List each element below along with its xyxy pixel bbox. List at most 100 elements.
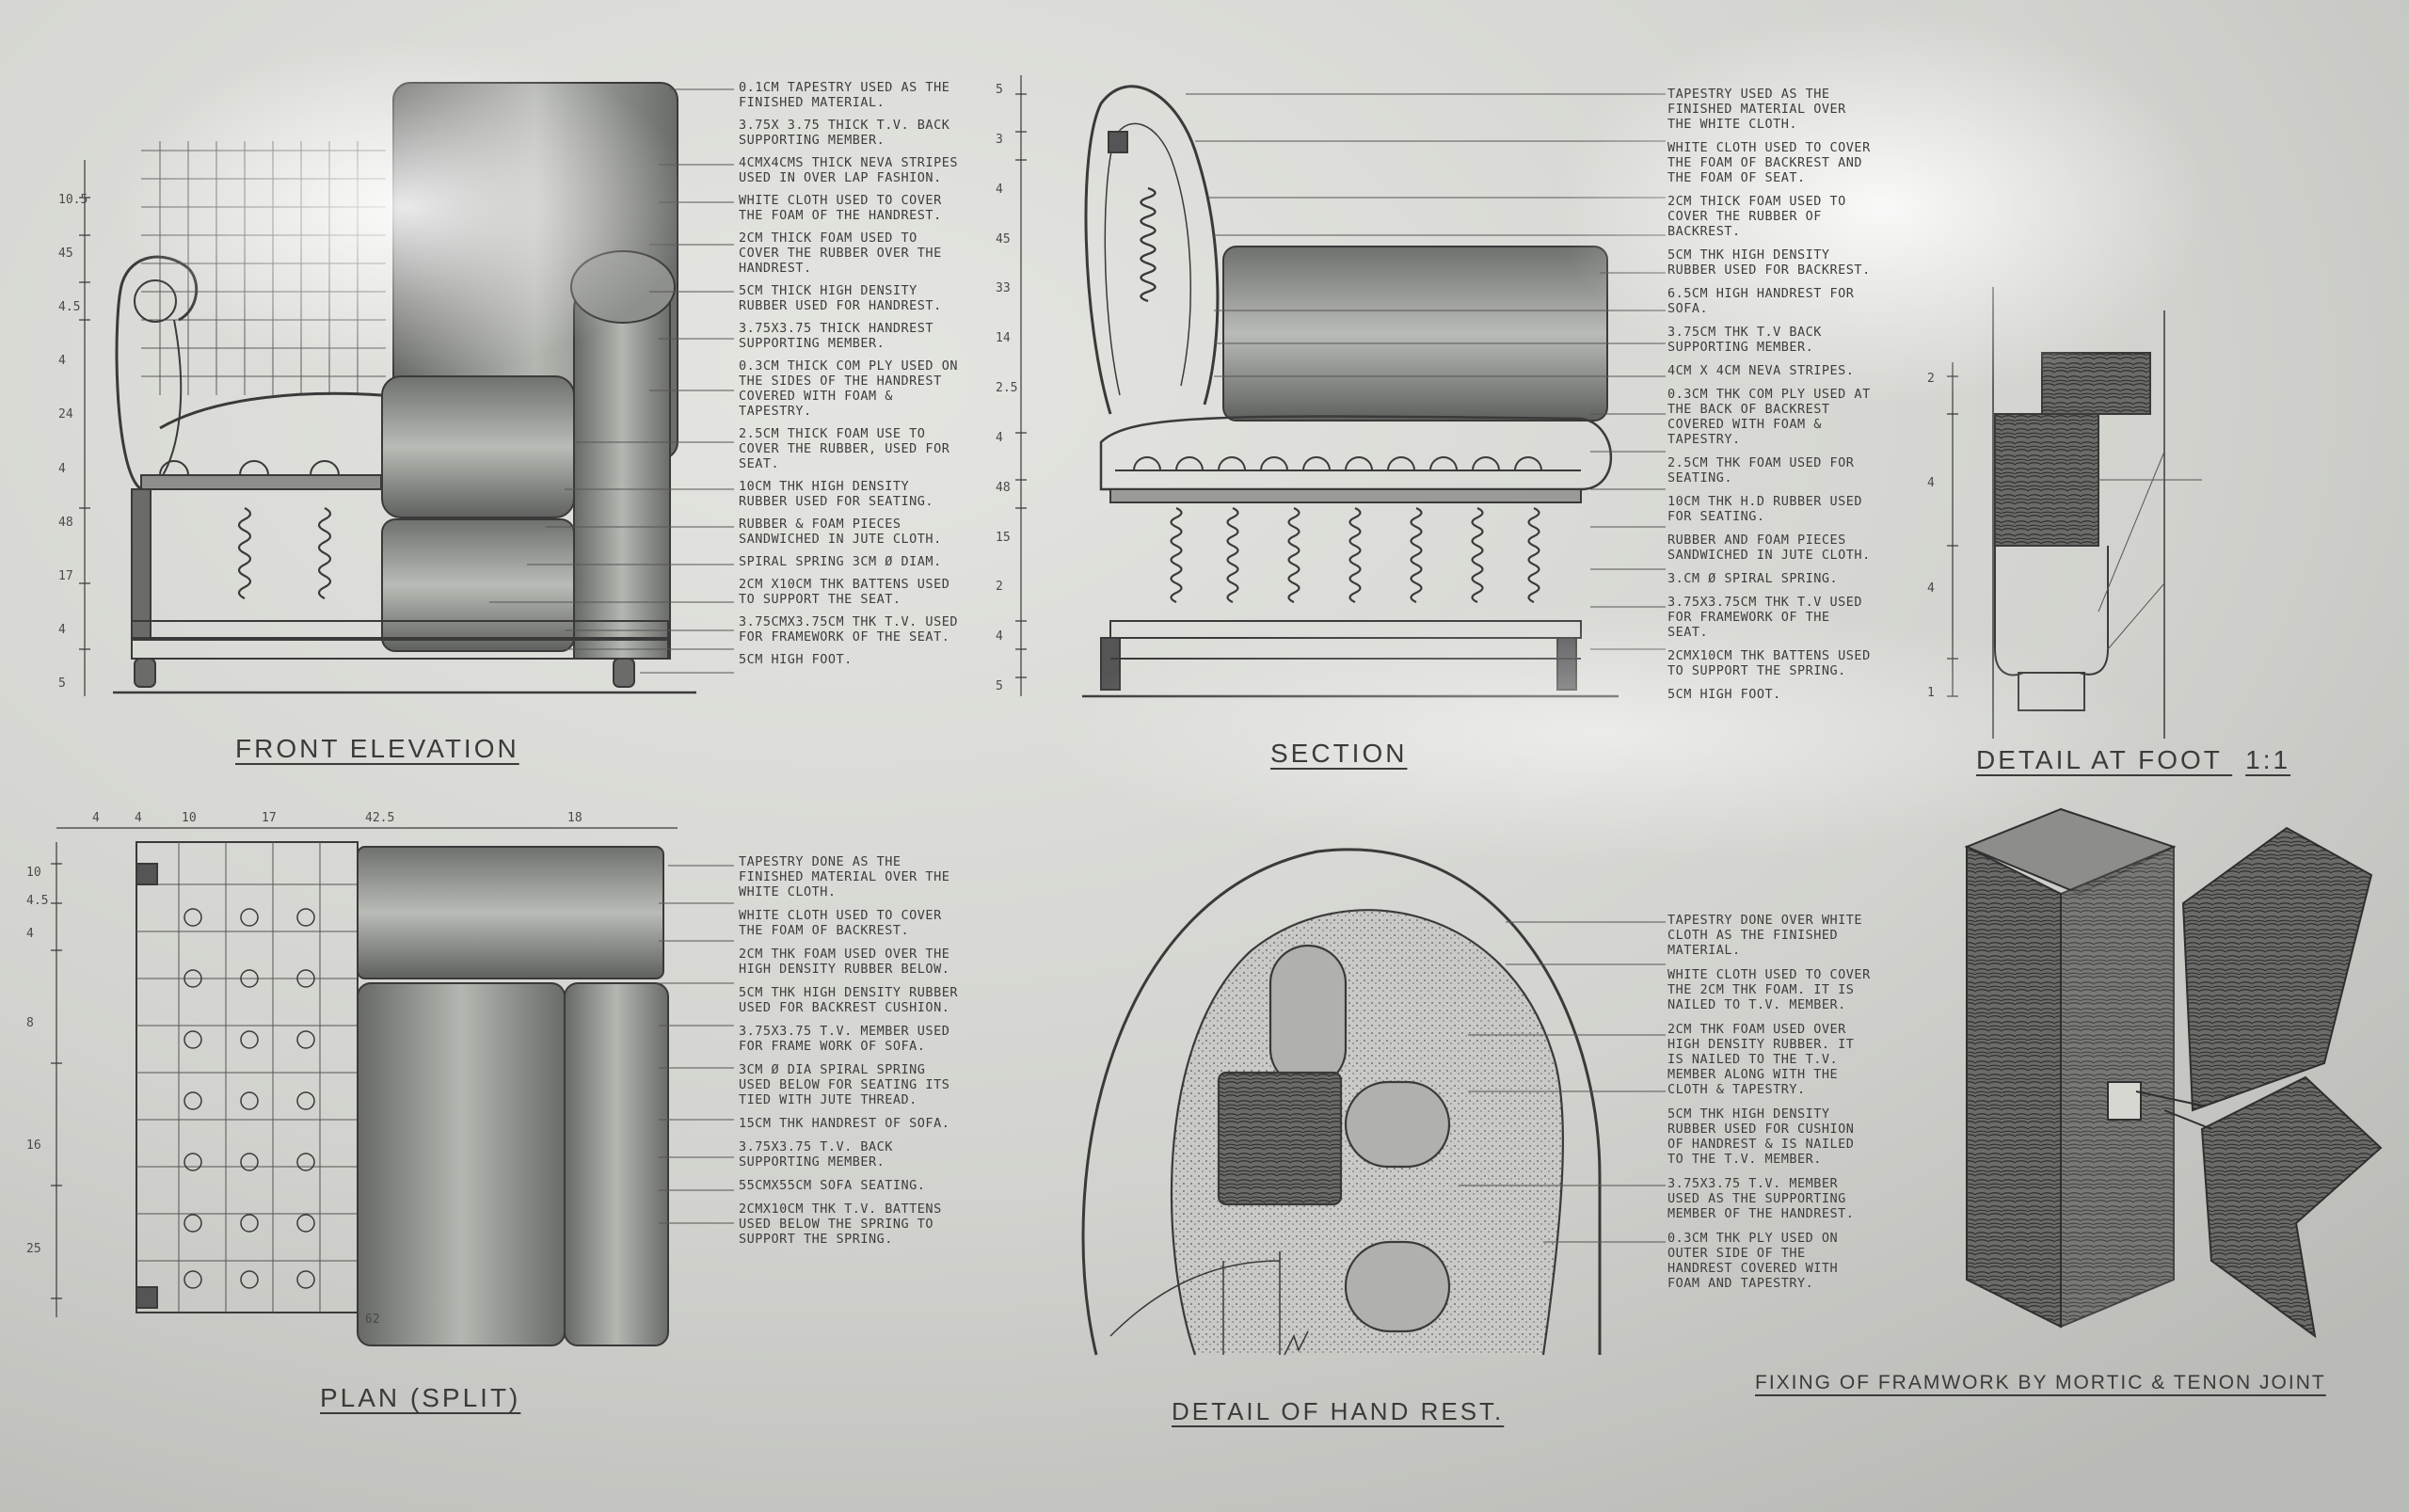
dimension-label: 24 [58, 407, 73, 422]
joint-title: FIXING OF FRAMWORK BY MORTIC & TENON JOI… [1755, 1372, 2326, 1393]
dimension-label: 17 [58, 569, 73, 583]
dimension-label: 10 [182, 811, 197, 825]
dimension-label: 4 [996, 431, 1003, 445]
detail-handrest-notes: TAPESTRY DONE OVER WHITE CLOTH AS THE FI… [1667, 913, 1875, 1300]
dimension-label: 25 [26, 1242, 41, 1256]
annotation-note: 2CM THICK FOAM USED TO COVER THE RUBBER … [739, 231, 942, 276]
dimension-label: 4 [1927, 581, 1935, 596]
annotation-note: 10CM THK H.D RUBBER USED FOR SEATING. [1667, 494, 1863, 524]
plan-drawing [51, 827, 734, 1346]
annotation-note: 2.5CM THK FOAM USED FOR SEATING. [1667, 455, 1855, 485]
annotation-note: 5CM THICK HIGH DENSITY RUBBER USED FOR H… [739, 283, 942, 313]
annotation-note: SPIRAL SPRING 3CM Ø DIAM. [739, 554, 942, 569]
annotation-note: 3.75X3.75 THICK HANDREST SUPPORTING MEMB… [739, 321, 934, 351]
annotation-note: 4CMX4CMS THICK NEVA STRIPES USED IN OVER… [739, 155, 958, 185]
dimension-label: 2 [1927, 372, 1935, 386]
dimension-label: 4.5 [58, 300, 81, 314]
annotation-note: 2CM THK FOAM USED OVER HIGH DENSITY RUBB… [1667, 1022, 1855, 1097]
annotation-note: 2CMX10CM THK T.V. BATTENS USED BELOW THE… [739, 1202, 942, 1247]
front-elevation-title: FRONT ELEVATION [235, 734, 519, 763]
annotation-note: 3.75CM THK T.V BACK SUPPORTING MEMBER. [1667, 325, 1822, 355]
annotation-note: 0.3CM THICK COM PLY USED ON THE SIDES OF… [739, 358, 958, 419]
annotation-note: 4CM X 4CM NEVA STRIPES. [1667, 363, 1855, 378]
dimension-label: 18 [567, 811, 582, 825]
dimension-label: 48 [58, 516, 73, 530]
annotation-note: RUBBER AND FOAM PIECES SANDWICHED IN JUT… [1667, 533, 1871, 563]
annotation-note: TAPESTRY DONE OVER WHITE CLOTH AS THE FI… [1667, 913, 1863, 958]
dimension-label: 5 [996, 679, 1003, 693]
annotation-note: 10CM THK HIGH DENSITY RUBBER USED FOR SE… [739, 479, 934, 509]
annotation-note: 2CM X10CM THK BATTENS USED TO SUPPORT TH… [739, 577, 950, 607]
plan-notes: TAPESTRY DONE AS THE FINISHED MATERIAL O… [739, 854, 965, 1255]
annotation-note: 3.75X3.75CM THK T.V USED FOR FRAMEWORK O… [1667, 595, 1863, 640]
dimension-label: 5 [58, 676, 66, 691]
dimension-label: 48 [996, 481, 1011, 495]
annotation-note: 0.1CM TAPESTRY USED AS THE FINISHED MATE… [739, 80, 950, 110]
annotation-note: 5CM THK HIGH DENSITY RUBBER USED FOR BAC… [1667, 247, 1871, 278]
dimension-label: 62 [365, 1313, 380, 1327]
section-springs [1170, 506, 1540, 604]
annotation-note: 2CM THK FOAM USED OVER THE HIGH DENSITY … [739, 947, 950, 977]
annotation-note: RUBBER & FOAM PIECES SANDWICHED IN JUTE … [739, 517, 942, 547]
annotation-note: 55CMX55CM SOFA SEATING. [739, 1178, 926, 1193]
joint-drawing [1964, 807, 2383, 1339]
annotation-note: WHITE CLOTH USED TO COVER THE FOAM OF BA… [1667, 140, 1871, 185]
dimension-label: 4 [58, 354, 66, 368]
detail-handrest-title: DETAIL OF HAND REST. [1172, 1397, 1505, 1425]
annotation-note: 5CM THK HIGH DENSITY RUBBER USED FOR CUS… [1667, 1106, 1855, 1167]
dimension-label: 4 [135, 811, 142, 825]
dimension-label: 4 [58, 462, 66, 476]
annotation-note: WHITE CLOTH USED TO COVER THE FOAM OF TH… [739, 193, 942, 223]
annotation-note: 3.75CMX3.75CM THK T.V. USED FOR FRAMEWOR… [739, 614, 958, 645]
detail-foot-title-text: DETAIL AT FOOT [1976, 745, 2223, 774]
dimension-label: 2.5 [996, 381, 1018, 395]
plan-title: PLAN (SPLIT) [320, 1383, 521, 1412]
dimension-label: 8 [26, 1016, 34, 1030]
annotation-note: 3.75X3.75 T.V. BACK SUPPORTING MEMBER. [739, 1139, 893, 1170]
dimension-label: 4 [996, 629, 1003, 644]
annotation-note: 5CM THK HIGH DENSITY RUBBER USED FOR BAC… [739, 985, 958, 1015]
dimension-label: 5 [996, 83, 1003, 97]
detail-foot-scale: 1:1 [2245, 745, 2291, 774]
annotation-note: 2.5CM THICK FOAM USE TO COVER THE RUBBER… [739, 426, 950, 471]
section-notes: TAPESTRY USED AS THE FINISHED MATERIAL O… [1667, 87, 1875, 710]
dimension-label: 3 [996, 133, 1003, 147]
dimension-label: 45 [996, 232, 1011, 247]
dimension-label: 42.5 [365, 811, 395, 825]
annotation-note: 5CM HIGH FOOT. [1667, 687, 1781, 702]
dimension-label: 4 [996, 183, 1003, 197]
annotation-note: WHITE CLOTH USED TO COVER THE 2CM THK FO… [1667, 967, 1871, 1012]
section-title: SECTION [1270, 739, 1408, 768]
annotation-note: WHITE CLOTH USED TO COVER THE FOAM OF BA… [739, 908, 942, 938]
annotation-note: 6.5CM HIGH HANDREST FOR SOFA. [1667, 286, 1855, 316]
dimension-label: 14 [996, 331, 1011, 345]
dimension-label: 17 [262, 811, 277, 825]
annotation-note: 15CM THK HANDREST OF SOFA. [739, 1116, 950, 1131]
annotation-note: 3.75X3.75 T.V. MEMBER USED FOR FRAME WOR… [739, 1024, 950, 1054]
detail-handrest-drawing [1081, 848, 1666, 1356]
annotation-note: TAPESTRY USED AS THE FINISHED MATERIAL O… [1667, 87, 1846, 132]
annotation-note: 0.3CM THK COM PLY USED AT THE BACK OF BA… [1667, 387, 1871, 447]
dimension-label: 4.5 [26, 894, 49, 908]
detail-foot-title: DETAIL AT FOOT 1:1 [1976, 745, 2290, 775]
dimension-label: 33 [996, 281, 1011, 295]
front-elevation-notes: 0.1CM TAPESTRY USED AS THE FINISHED MATE… [739, 80, 965, 675]
annotation-note: 2CMX10CM THK BATTENS USED TO SUPPORT THE… [1667, 648, 1871, 678]
annotation-note: 3.CM Ø SPIRAL SPRING. [1667, 571, 1839, 586]
annotation-note: 3.75X 3.75 THICK T.V. BACK SUPPORTING ME… [739, 118, 950, 148]
dimension-label: 4 [1927, 476, 1935, 490]
plan-spring-circles [183, 908, 315, 1289]
dimension-label: 4 [58, 623, 66, 637]
annotation-note: 0.3CM THK PLY USED ON OUTER SIDE OF THE … [1667, 1231, 1839, 1291]
dimension-label: 4 [92, 811, 100, 825]
dimension-label: 10 [26, 866, 41, 880]
annotation-note: 5CM HIGH FOOT. [739, 652, 853, 667]
annotation-note: TAPESTRY DONE AS THE FINISHED MATERIAL O… [739, 854, 950, 899]
dimension-label: 16 [26, 1138, 41, 1153]
dimension-label: 15 [996, 531, 1011, 545]
dimension-label: 45 [58, 247, 73, 261]
